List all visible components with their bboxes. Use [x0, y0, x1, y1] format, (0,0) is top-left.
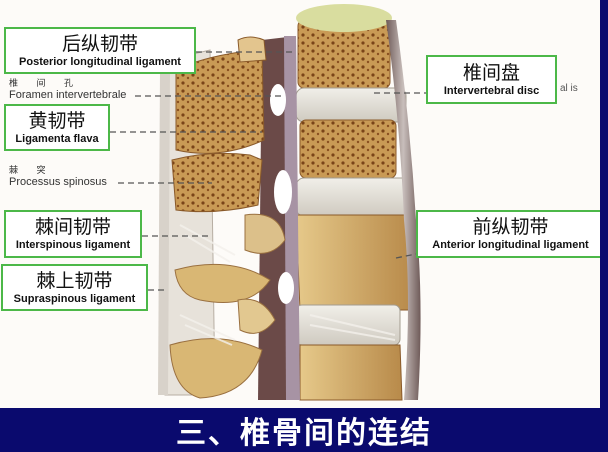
label-en: Interspinous ligament [15, 239, 131, 251]
label-zh: 棘 突 [9, 165, 54, 175]
label-en: Ligamenta flava [15, 132, 99, 145]
label-zh: 后纵韧带 [61, 32, 138, 55]
label-zh: 棘间韧带 [34, 216, 111, 238]
label-zh: 前纵韧带 [472, 216, 549, 238]
label-en: Intervertebral disc [443, 84, 540, 97]
label-intervertebral-disc: 椎间盘 Intervertebral disc [426, 55, 557, 104]
label-foramen-intervertebrale: 椎 间 孔 Foramen intervertebrale [9, 78, 126, 102]
label-zh: 棘上韧带 [36, 269, 113, 292]
label-en: Supraspinous ligament [13, 292, 136, 305]
label-interspinous-ligament: 棘间韧带 Interspinous ligament [4, 210, 142, 258]
label-ligamenta-flava: 黄韧带 Ligamenta flava [4, 104, 110, 151]
label-zh: 黄韧带 [28, 109, 86, 132]
slide-title: 三、椎骨间的连结 [176, 416, 432, 451]
label-zh: 椎间盘 [462, 61, 520, 84]
label-en: Anterior longitudinal ligament [432, 239, 589, 251]
label-anterior-longitudinal-ligament: 前纵韧带 Anterior longitudinal ligament [416, 210, 605, 258]
spine-illustration [110, 4, 426, 401]
label-supraspinous-ligament: 棘上韧带 Supraspinous ligament [1, 264, 148, 311]
diagram-canvas: 后纵韧带 Posterior longitudinal ligament 椎 间… [1, 4, 605, 401]
label-zh: 椎 间 孔 [9, 78, 82, 88]
slide-right-border [600, 0, 608, 452]
label-posterior-longitudinal-ligament: 后纵韧带 Posterior longitudinal ligament [4, 27, 196, 74]
label-en: Foramen intervertebrale [9, 89, 127, 101]
label-en: Processus spinosus [9, 176, 107, 188]
label-processus-spinosus: 棘 突 Processus spinosus [9, 165, 107, 189]
slide-title-bar: 三、椎骨间的连结 [0, 408, 608, 452]
label-en: Posterior longitudinal ligament [19, 55, 181, 68]
stray-label-fragment: al is [560, 83, 578, 94]
